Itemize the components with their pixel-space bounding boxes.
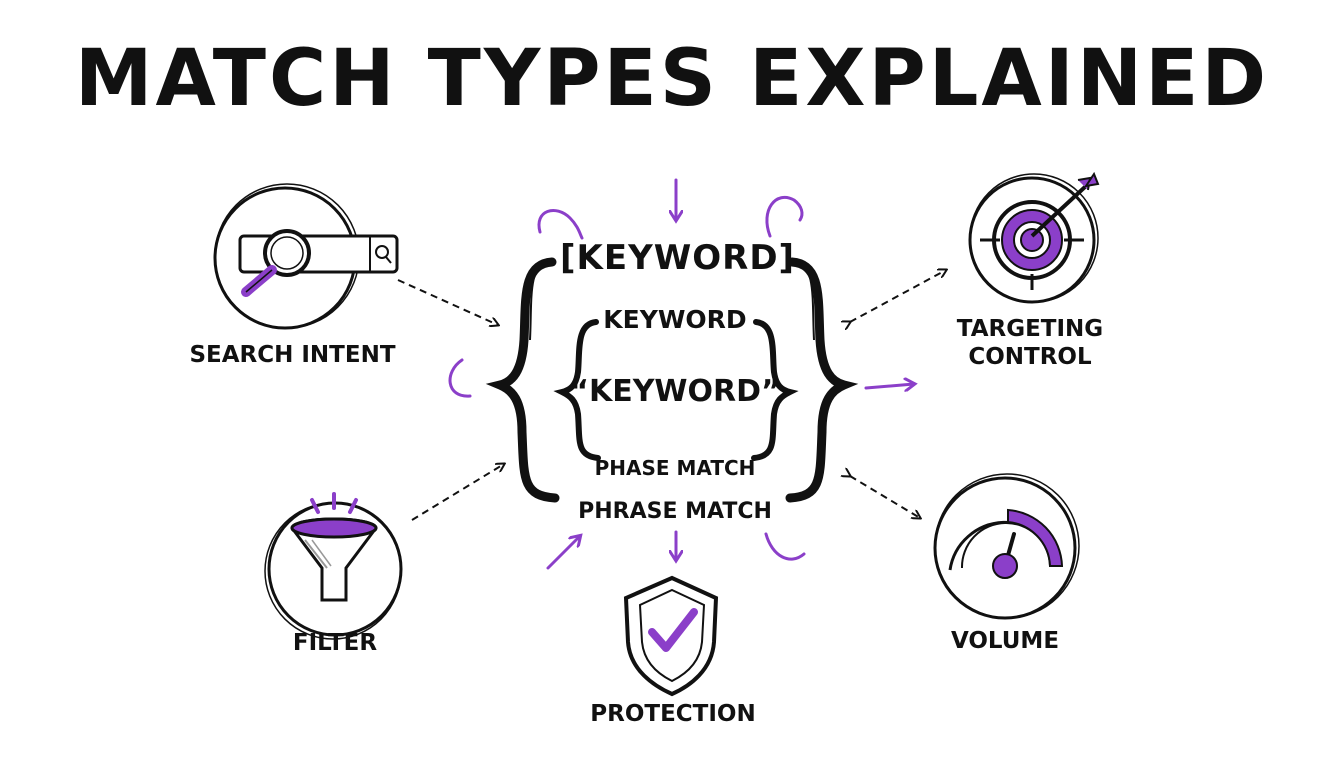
dashed-arrows xyxy=(397,270,946,521)
funnel-icon xyxy=(290,517,378,602)
protection-label: PROTECTION xyxy=(590,701,756,727)
inner-brace-right xyxy=(751,319,799,461)
inner-brace-left xyxy=(553,319,601,461)
targeting-control-label: TARGETING CONTROL xyxy=(945,316,1115,371)
search-intent-icon xyxy=(213,183,399,330)
search-icon xyxy=(375,245,392,264)
filter-icon xyxy=(264,492,403,640)
volume-label: VOLUME xyxy=(950,628,1060,654)
page-title: MATCH TYPES EXPLAINED xyxy=(74,34,1270,124)
broad-match-keyword: KEYWORD xyxy=(603,305,747,334)
phrase-match-label: PHRASE MATCH xyxy=(578,499,772,524)
target-arrow-icon xyxy=(968,171,1100,304)
gauge-icon xyxy=(933,473,1080,620)
phase-match-label: PHASE MATCH xyxy=(594,456,756,480)
targeting-line-2: CONTROL xyxy=(968,343,1092,370)
purple-accent-arrows xyxy=(448,178,914,570)
magnifier-icon xyxy=(241,229,311,297)
phrase-match-keyword: “KEYWORD” xyxy=(569,374,781,409)
exact-match-keyword: [KEYWORD] xyxy=(560,238,796,278)
search-intent-label: SEARCH INTENT xyxy=(189,342,396,368)
filter-label: FILTER xyxy=(292,630,378,656)
outer-brace-left xyxy=(485,257,560,503)
outer-brace-right xyxy=(785,257,859,503)
targeting-line-1: TARGETING xyxy=(956,316,1104,342)
shield-check-icon xyxy=(623,575,719,697)
